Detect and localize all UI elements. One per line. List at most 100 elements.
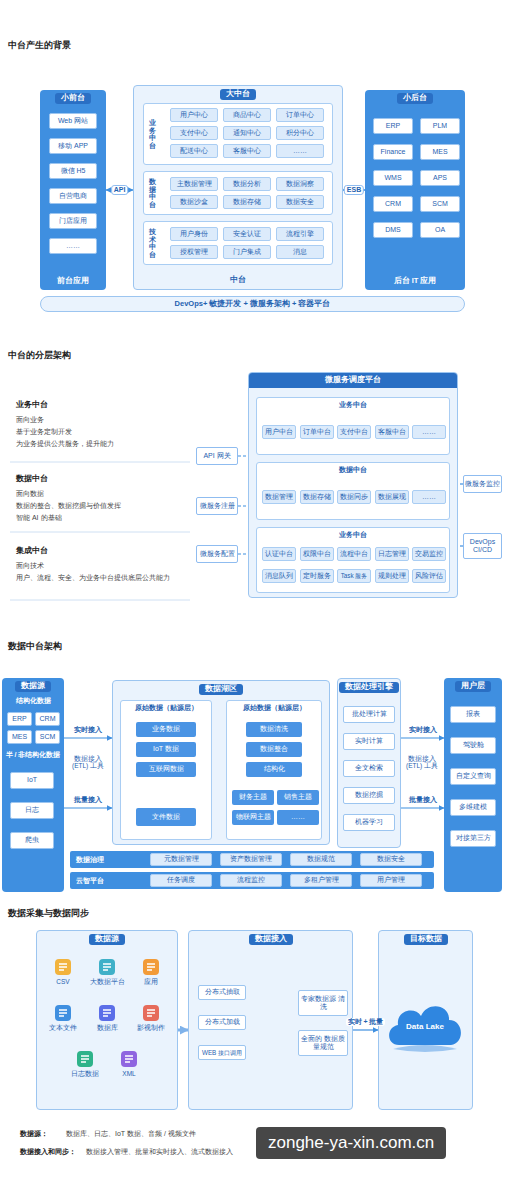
service-label: 用户管理 (377, 876, 405, 884)
service-label: 数据安全 (377, 855, 405, 863)
bar-label: 数据治理 (76, 855, 104, 863)
panel-title: 数据处理引擎 (339, 682, 399, 693)
service-box: 物联网主题 (232, 810, 274, 825)
note-text: 数据中台 (16, 474, 48, 483)
source-icon-item: 文本文件 (43, 998, 83, 1038)
service-box: 流程引擎 (276, 227, 324, 241)
source-icon (142, 1004, 160, 1022)
service-box: 数据存储 (300, 490, 334, 504)
service-label: 数据沙盒 (180, 198, 208, 206)
note-text: 数据库、日志、IoT 数据、音频 / 视频文件 (66, 1130, 196, 1138)
service-label: Web 网站 (58, 117, 88, 125)
side-box: 微服务配置 (196, 545, 238, 563)
zone-box: 原始数据（贴源层）业务数据IoT 数据互联网数据文件数据 (120, 700, 212, 840)
service-label: SCM (40, 733, 56, 741)
service-label: 资产数据管理 (230, 855, 272, 863)
service-label: 日志管理 (378, 550, 406, 558)
service-label: 实时计算 (355, 737, 383, 745)
service-box: 定时服务 (300, 569, 334, 583)
platform-panel: 目标数据Data Lake (378, 930, 473, 1110)
service-label: 门店应用 (59, 217, 87, 225)
service-box: MES (7, 730, 32, 744)
service-label: 数据规范 (307, 855, 335, 863)
service-box: 数据安全 (360, 853, 422, 866)
service-label: 数据存储 (233, 198, 261, 206)
service-box: 互联网数据 (136, 762, 196, 777)
source-icon (54, 1004, 72, 1022)
service-box: SCM (35, 730, 60, 744)
service-box: IoT 数据 (136, 742, 196, 757)
platform-title: 微服务调度平台 (249, 373, 457, 388)
service-box: 门户集成 (223, 245, 271, 259)
service-box: 数据整合 (246, 742, 302, 757)
note-text: 为业务提供公共服务，提升能力 (16, 440, 114, 448)
layer-band: 数据中台主数据管理数据分析数据洞察数据沙盒数据存储数据安全 (143, 171, 333, 215)
service-label: 认证中台 (265, 550, 293, 558)
service-box: 分布式抽取 (198, 985, 246, 1000)
service-label: 数据洞察 (286, 180, 314, 188)
service-box: 通知中心 (223, 126, 271, 140)
source-icon-item: CSV (43, 952, 83, 992)
connector (353, 1029, 378, 1030)
service-label: 客服中心 (233, 147, 261, 155)
source-icon (98, 1004, 116, 1022)
note-text: 面向技术 (16, 562, 44, 570)
service-label: 通知中心 (233, 129, 261, 137)
service-label: 流程中台 (340, 550, 368, 558)
section-heading: 中台的分层架构 (8, 350, 71, 360)
platform-panel: 大中台中台业务中台用户中心商品中心订单中心支付中心通知中心积分中心配送中心客服中… (133, 85, 343, 290)
service-box: 流程监控 (220, 874, 282, 887)
service-label: APS (433, 174, 447, 182)
panel-title: 用户层 (455, 681, 491, 692)
service-box: 门店应用 (49, 213, 97, 229)
service-label: DevOps CI/CD (465, 538, 500, 554)
note-text: 数据的整合、数据挖掘与价值发挥 (16, 502, 121, 510)
service-box: 自定义查询 (450, 768, 496, 785)
data-lake-cloud: Data Lake (385, 995, 465, 1055)
service-box: Web 网站 (49, 113, 97, 129)
note-text: 业务中台 (16, 400, 48, 409)
service-box: 用户身份 (170, 227, 218, 241)
service-box: 数据洞察 (276, 177, 324, 191)
note-text: 数据接入 (ETL) 工具 (66, 755, 110, 770)
service-box: …… (412, 425, 446, 439)
zone-box: 业务中台认证中台权限中台流程中台日志管理交易监控消息队列定时服务Task 服务规… (256, 527, 450, 593)
service-box: 交易监控 (412, 547, 446, 561)
app-panel: 小后台后台 IT 应用ERPPLMFinanceMESWMSAPSCRMSCMD… (365, 90, 465, 290)
service-box: IoT (10, 772, 54, 789)
service-label: 流程引擎 (286, 230, 314, 238)
source-label: CSV (56, 978, 69, 985)
service-label: 微服务监控 (465, 480, 500, 488)
source-label: 文本文件 (49, 1024, 77, 1031)
service-label: MES (12, 733, 27, 741)
service-box: 安全认证 (223, 227, 271, 241)
connector (238, 455, 248, 456)
service-box: 规则处理 (375, 569, 409, 583)
note-text: 数据源： (20, 1130, 48, 1138)
service-label: ERP (386, 122, 400, 130)
service-label: …… (422, 428, 436, 436)
service-box: …… (49, 238, 97, 254)
panel-title: 数据源 (15, 681, 51, 692)
service-label: 定时服务 (303, 572, 331, 580)
watermark: zonghe-ya-xin.com.cn (256, 1127, 446, 1159)
service-label: API 网关 (203, 452, 230, 460)
service-label: IoT 数据 (153, 745, 179, 753)
service-label: OA (435, 226, 445, 234)
service-box: 数据沙盒 (170, 195, 218, 209)
panel-title: 数据湖区 (199, 684, 243, 695)
service-box: 权限中台 (300, 547, 334, 561)
service-label: 物联网主题 (236, 813, 271, 821)
service-label: 爬虫 (25, 836, 39, 844)
connector (64, 737, 112, 738)
service-box: 多维建模 (450, 799, 496, 816)
service-label: 文件数据 (152, 813, 180, 821)
service-label: 数据安全 (286, 198, 314, 206)
side-box: DevOps CI/CD (463, 533, 502, 559)
service-box: WEB 接口调用 (198, 1045, 246, 1060)
service-label: WEB 接口调用 (202, 1049, 242, 1056)
icon-tile (143, 959, 159, 975)
separator-line (10, 600, 190, 601)
service-box: 元数据管理 (150, 853, 212, 866)
icon-glyph (59, 1010, 67, 1016)
